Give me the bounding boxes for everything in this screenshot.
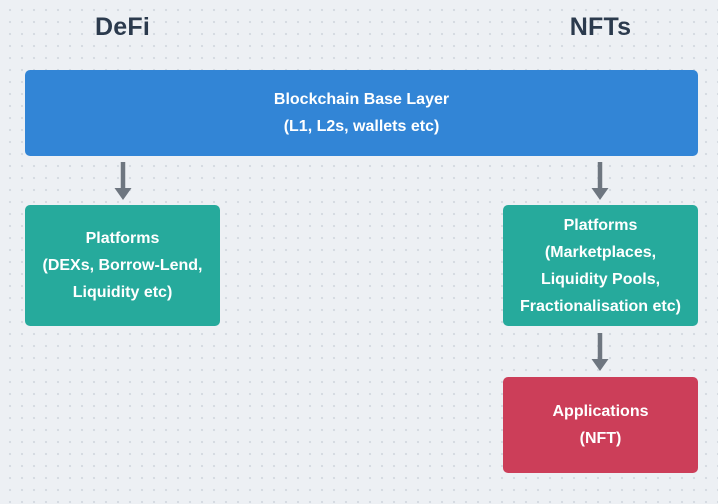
node-defi-platforms: Platforms (DEXs, Borrow-Lend, Liquidity …: [25, 205, 220, 326]
node-text-line: Platforms: [563, 216, 638, 234]
node-text-line: Blockchain Base Layer: [273, 91, 450, 108]
node-blockchain-base-layer: Blockchain Base Layer (L1, L2s, wallets …: [25, 70, 698, 156]
arrow-down-icon: [114, 162, 132, 200]
node-text-line: Fractionalisation etc): [520, 297, 681, 315]
node-text-line: (DEXs, Borrow-Lend,: [42, 257, 203, 274]
node-text-line: (L1, L2s, wallets etc): [283, 118, 440, 135]
column-header-defi: DeFi: [95, 13, 150, 41]
column-header-nfts: NFTs: [569, 13, 632, 41]
node-text-line: (NFT): [579, 430, 622, 447]
node-nft-platforms: Platforms (Marketplaces, Liquidity Pools…: [503, 205, 698, 326]
node-text-line: Liquidity Pools,: [540, 270, 661, 288]
node-nft-applications: Applications (NFT): [503, 377, 698, 473]
arrow-down-icon: [591, 162, 609, 200]
node-text-line: Liquidity etc): [72, 284, 173, 301]
node-text-line: Applications: [552, 403, 649, 420]
arrow-down-icon: [591, 333, 609, 371]
node-text-line: Platforms: [85, 230, 160, 247]
node-text-line: (Marketplaces,: [544, 243, 657, 261]
